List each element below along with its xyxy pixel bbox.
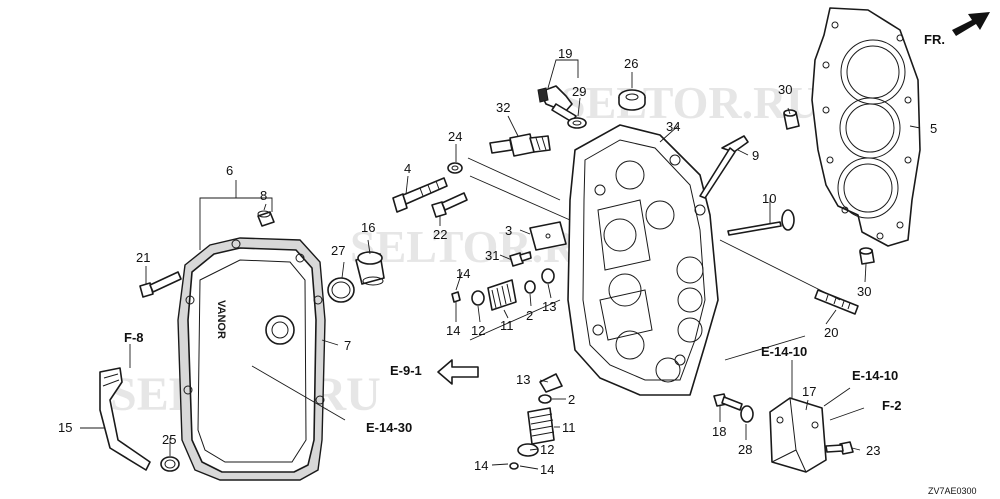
spark-plug [489, 133, 551, 157]
part-callouts: 19 29 26 32 24 4 22 34 9 30 5 10 30 20 3… [58, 46, 937, 477]
diagram-code: ZV7AE0300 [928, 486, 977, 496]
cylinder-head [567, 124, 719, 396]
exhaust-valve [727, 209, 795, 236]
callout-19: 19 [558, 46, 572, 61]
valve-spring-assembly [509, 373, 563, 470]
callout-14: 14 [474, 458, 488, 473]
callout-21: 21 [136, 250, 150, 265]
callout-15: 15 [58, 420, 72, 435]
dowel-pin [783, 109, 800, 130]
o-ring [327, 277, 355, 303]
background-watermarks: SELTOR.RU SELTOR.RU SELTOR.RU [110, 77, 820, 421]
callout-14: 14 [446, 323, 460, 338]
callout-9: 9 [752, 148, 759, 163]
callout-29: 29 [572, 84, 586, 99]
rubber-grommet [257, 210, 275, 227]
callout-30: 30 [857, 284, 871, 299]
callout-18: 18 [712, 424, 726, 439]
reference-arrow-e91 [437, 359, 479, 385]
callout-14: 14 [456, 266, 470, 281]
callout-27: 27 [331, 243, 345, 258]
callout-23: 23 [866, 443, 880, 458]
callout-13: 13 [516, 372, 530, 387]
callout-30: 30 [778, 82, 792, 97]
flange-bolt [392, 177, 448, 213]
front-direction-indicator: FR. [924, 12, 990, 47]
callout-7: 7 [344, 338, 351, 353]
reference-e1410-top: E-14-10 [761, 344, 807, 359]
hose-clamp [160, 456, 180, 472]
oil-seal [618, 89, 646, 111]
front-arrow-icon [952, 12, 990, 36]
callout-5: 5 [930, 121, 937, 136]
reference-f2: F-2 [882, 398, 902, 413]
cylinder-head-cover: VANOR [177, 237, 326, 481]
callout-22: 22 [433, 227, 447, 242]
sealing-washer [567, 117, 587, 129]
callout-14: 14 [540, 462, 554, 477]
callout-11: 11 [500, 318, 514, 333]
callout-31: 31 [485, 248, 499, 263]
cover-bolt [713, 393, 743, 411]
callout-32: 32 [496, 100, 510, 115]
small-bolt [509, 251, 532, 267]
cover-plate [529, 221, 567, 251]
reference-f8: F-8 [124, 330, 144, 345]
cover-bolt [825, 441, 854, 455]
callout-2: 2 [568, 392, 575, 407]
stud-bolt [814, 289, 859, 315]
callout-6: 6 [226, 163, 233, 178]
flat-washer [447, 162, 463, 174]
callout-34: 34 [666, 119, 680, 134]
callout-12: 12 [471, 323, 485, 338]
callout-13: 13 [542, 299, 556, 314]
callout-20: 20 [824, 325, 838, 340]
oil-filler-cap [355, 251, 385, 286]
thermostat-cover [769, 397, 827, 473]
reference-e1430: E-14-30 [366, 420, 412, 435]
watermark-text: SELTOR.RU [350, 221, 610, 272]
cross-references: F-8 E-9-1 E-14-30 E-14-10 E-14-10 F-2 [124, 330, 902, 435]
callout-28: 28 [738, 442, 752, 457]
breather-hose [99, 367, 151, 471]
callout-3: 3 [505, 223, 512, 238]
leader-lines [80, 59, 921, 470]
callout-12: 12 [540, 442, 554, 457]
o-ring [740, 405, 754, 423]
flange-bolt [431, 192, 468, 218]
callout-11: 11 [562, 420, 576, 435]
valve-spring-assembly [451, 268, 555, 311]
reference-e91: E-9-1 [390, 363, 422, 378]
callout-25: 25 [162, 432, 176, 447]
callout-10: 10 [762, 191, 776, 206]
callout-16: 16 [361, 220, 375, 235]
front-label: FR. [924, 32, 945, 47]
callout-2: 2 [526, 308, 533, 323]
callout-17: 17 [802, 384, 816, 399]
callout-24: 24 [448, 129, 462, 144]
head-gasket [811, 7, 921, 247]
watermark-text: SELTOR.RU [560, 77, 820, 128]
intake-valve [699, 135, 749, 199]
cover-brand-text: VANOR [215, 300, 227, 339]
cover-bolt [139, 271, 182, 298]
callout-4: 4 [404, 161, 411, 176]
dowel-pin [859, 247, 875, 265]
callout-8: 8 [260, 188, 267, 203]
reference-e1410-right: E-14-10 [852, 368, 898, 383]
callout-26: 26 [624, 56, 638, 71]
